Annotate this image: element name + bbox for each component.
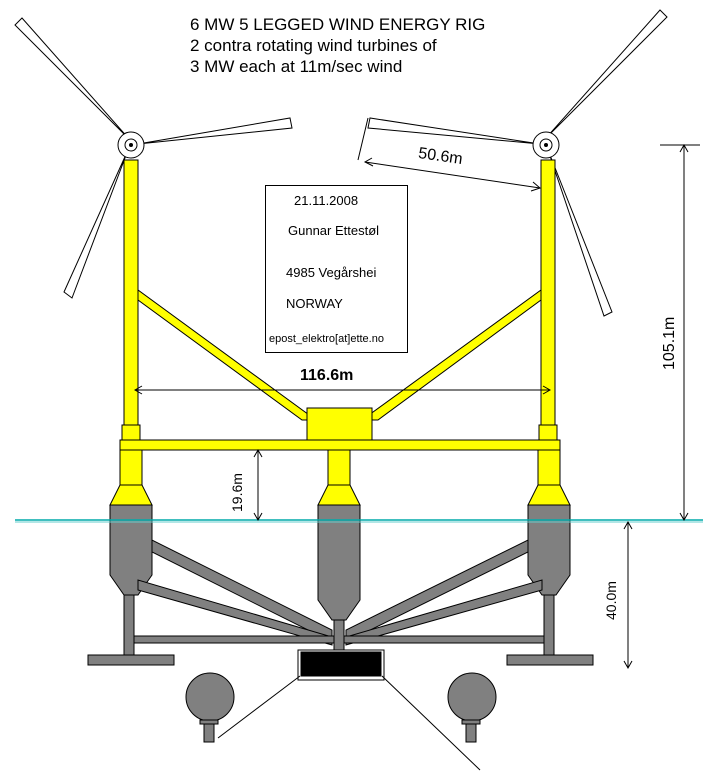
title-line-2: 2 contra rotating wind turbines of (190, 36, 437, 55)
right-foot-plate (506, 654, 594, 666)
center-floater (317, 504, 361, 621)
info-address: 4985 Vegårshei (286, 265, 377, 280)
tower-spacing-label: 116.6m (300, 367, 353, 384)
draft-label: 40.0m (603, 581, 619, 620)
central-hub-block (306, 407, 373, 441)
left-blade-upper (14, 17, 131, 141)
ballast-block (300, 651, 382, 677)
left-leg-taper (109, 484, 153, 506)
left-lower-brace (137, 579, 333, 646)
info-name: Gunnar Ettestøl (288, 223, 380, 238)
right-lower-post (543, 594, 555, 656)
right-blade-left (367, 117, 541, 145)
author-info-box: 21.11.2008 Gunnar Ettestøl 4985 Vegårshe… (265, 185, 408, 353)
left-blade-right (137, 117, 293, 145)
rotor-radius-label: 50.6m (417, 145, 463, 168)
right-lower-brace (345, 579, 543, 646)
left-lower-post (123, 594, 135, 656)
tower-spacing-dimension (133, 385, 552, 395)
total-height-dimension (660, 143, 700, 522)
left-tower (123, 159, 139, 426)
right-hub-icon (532, 131, 560, 159)
left-hub-icon (117, 131, 145, 159)
left-blade-lower (63, 149, 129, 299)
right-rotor (367, 9, 668, 317)
info-country: NORWAY (286, 296, 343, 311)
right-blade-lower (547, 149, 613, 317)
right-underwater-brace (345, 539, 529, 643)
left-rotor (14, 17, 293, 299)
center-leg (327, 449, 351, 486)
right-blade-upper (545, 9, 668, 139)
right-diagonal-brace (360, 289, 542, 421)
right-leg-taper (527, 484, 571, 506)
left-anchor-cap (199, 719, 219, 725)
left-anchor-line (217, 675, 301, 739)
right-floater (527, 504, 571, 596)
right-anchor-cap (461, 719, 481, 725)
draft-dimension (623, 520, 633, 670)
right-leg (537, 449, 561, 486)
left-foot-plate (87, 654, 175, 666)
deck-beam (119, 439, 561, 451)
left-anchor-weight (185, 672, 235, 722)
total-height-label: 105.1m (661, 317, 678, 370)
info-email: epost_elektro[at]ette.no (269, 333, 384, 345)
right-anchor-weight (447, 672, 497, 722)
rotor-radius-dimension (357, 117, 541, 192)
left-floater (109, 504, 153, 596)
right-anchor-line (381, 675, 481, 771)
diagram-title: 6 MW 5 LEGGED WIND ENERGY RIG 2 contra r… (190, 14, 485, 77)
deck-height-dimension (253, 448, 263, 522)
title-line-3: 3 MW each at 11m/sec wind (190, 57, 403, 76)
left-leg (119, 449, 143, 486)
left-diagonal-brace (137, 289, 318, 421)
center-leg-taper (317, 484, 361, 506)
center-lower-post (333, 619, 345, 653)
info-date: 21.11.2008 (294, 193, 359, 208)
deck-height-label: 19.6m (229, 473, 245, 512)
right-tower (540, 159, 556, 426)
left-underwater-brace (151, 539, 333, 643)
title-line-1: 6 MW 5 LEGGED WIND ENERGY RIG (190, 15, 486, 34)
